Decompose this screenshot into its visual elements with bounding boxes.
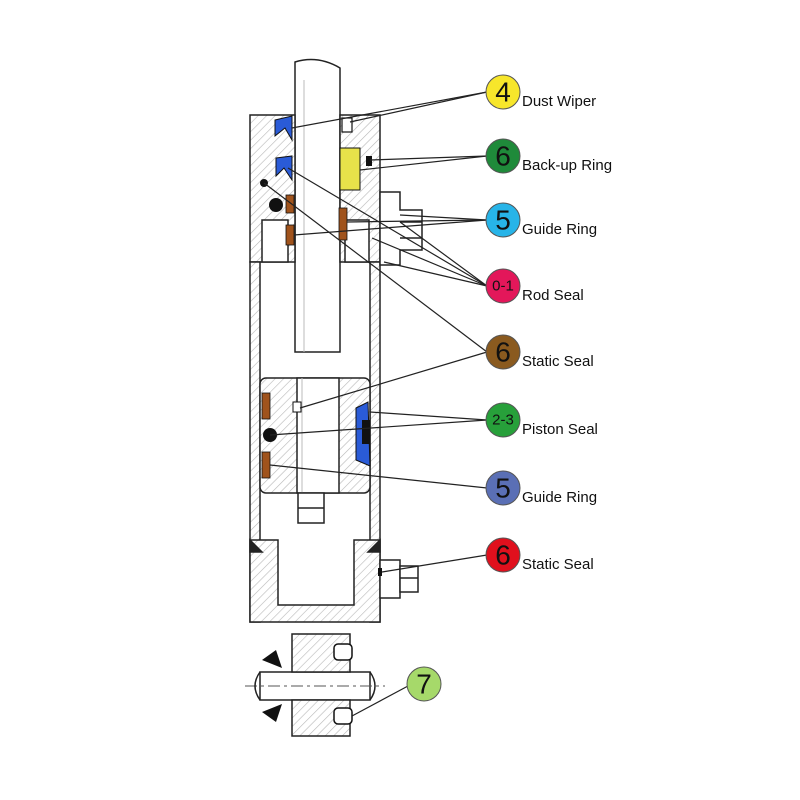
rod-oring-left bbox=[269, 198, 283, 212]
rod-wiper-lower-left bbox=[262, 650, 282, 668]
guide-ring-part-2 bbox=[285, 224, 295, 246]
callout-piston-seal: 2-3 Piston Seal bbox=[485, 402, 598, 438]
callout-badge bbox=[485, 268, 521, 304]
backup-ring-part bbox=[339, 147, 361, 191]
piston-rod-top bbox=[294, 58, 341, 353]
callout-badge bbox=[485, 202, 521, 238]
seal-7-part-top bbox=[333, 643, 353, 661]
callout-number: 5 bbox=[495, 473, 511, 504]
bottom-port-fitting bbox=[379, 559, 401, 599]
static-seal-part-head bbox=[366, 156, 372, 166]
bottom-static-seal-part bbox=[378, 568, 382, 576]
piston-static-seal bbox=[292, 401, 302, 413]
callout-number: 0-1 bbox=[492, 278, 514, 295]
callout-number: 5 bbox=[495, 205, 511, 236]
callout-backup-ring: 6 Back-up Ring bbox=[485, 138, 612, 174]
callout-static-seal-bottom: 6 Static Seal bbox=[485, 537, 594, 573]
callout-number: 4 bbox=[495, 77, 511, 108]
callout-number: 6 bbox=[495, 141, 511, 172]
callout-dust-wiper: 4 Dust Wiper bbox=[485, 74, 596, 110]
callout-number: 7 bbox=[416, 669, 432, 700]
callout-label: Guide Ring bbox=[522, 489, 597, 506]
callout-badge bbox=[485, 470, 521, 506]
callout-badge bbox=[485, 138, 521, 174]
cylinder-bottom bbox=[249, 539, 381, 623]
callout-number: 2-3 bbox=[492, 412, 514, 429]
callout-label: Static Seal bbox=[522, 353, 594, 370]
callout-guide-ring: 5 Guide Ring bbox=[485, 202, 597, 238]
rod-wiper-lower-left-2 bbox=[262, 704, 282, 722]
guide-ring-part-3 bbox=[338, 207, 348, 241]
callout-rod-seal: 0-1 Rod Seal bbox=[485, 268, 584, 304]
cylinder-drawing bbox=[245, 58, 423, 737]
callout-badge bbox=[485, 402, 521, 438]
dust-wiper-part-right bbox=[341, 117, 353, 133]
callout-label: Rod Seal bbox=[522, 287, 584, 304]
seal-7-part-bottom bbox=[333, 707, 353, 725]
port-fitting bbox=[379, 191, 423, 266]
callout-label: Back-up Ring bbox=[522, 157, 612, 174]
callout-static-seal-head: 6 Static Seal bbox=[485, 334, 594, 370]
callout-label: Guide Ring bbox=[522, 221, 597, 238]
callout-number: 6 bbox=[495, 337, 511, 368]
rod-seal-part bbox=[275, 155, 293, 182]
seal-parts bbox=[260, 115, 382, 725]
guide-ring-part-1 bbox=[285, 194, 295, 214]
leader-lines bbox=[263, 91, 488, 717]
callout-label: Static Seal bbox=[522, 556, 594, 573]
dust-wiper-part bbox=[274, 115, 293, 142]
callout-badge bbox=[485, 334, 521, 370]
callout-badge bbox=[485, 537, 521, 573]
piston-guide-ring-bottom bbox=[261, 451, 271, 479]
callout-guide-ring-piston: 5 Guide Ring bbox=[485, 470, 597, 506]
piston-guide-ring-top bbox=[261, 392, 271, 420]
callout-seal-7: 7 bbox=[406, 666, 442, 702]
callout-badge bbox=[406, 666, 442, 702]
callout-badge bbox=[485, 74, 521, 110]
callout-label: Dust Wiper bbox=[522, 93, 596, 110]
callout-number: 6 bbox=[495, 540, 511, 571]
callout-label: Piston Seal bbox=[522, 421, 598, 438]
